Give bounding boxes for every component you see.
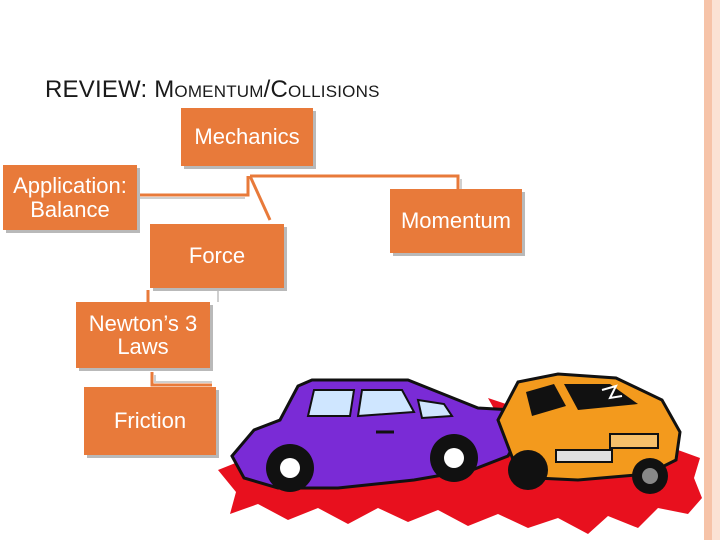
slide-title: REVIEW: MOMENTUM/COLLISIONS bbox=[45, 76, 380, 104]
node-force: Force bbox=[150, 224, 284, 288]
node-friction-label: Friction bbox=[113, 408, 187, 434]
node-application-label-line1: Application: bbox=[13, 173, 127, 199]
connector-friction bbox=[150, 372, 212, 387]
car-collision-illustration bbox=[218, 372, 702, 534]
node-application-balance: Application: Balance bbox=[3, 165, 137, 230]
node-mechanics: Mechanics bbox=[181, 108, 313, 166]
connector-application bbox=[140, 176, 250, 197]
connector-force bbox=[248, 175, 272, 221]
node-mechanics-label: Mechanics bbox=[194, 124, 300, 150]
node-newtons-label-line1: Newton’s 3 bbox=[88, 310, 198, 336]
orange-car-graphic bbox=[496, 372, 682, 494]
node-newtons-label-line2: Laws bbox=[117, 334, 169, 359]
node-newtons-laws: Newton’s 3 Laws bbox=[76, 302, 210, 368]
node-application-label-line2: Balance bbox=[30, 196, 110, 222]
node-momentum-label: Momentum bbox=[400, 208, 512, 234]
title-prefix: REVIEW: bbox=[45, 76, 155, 103]
title-letter: M bbox=[154, 76, 175, 103]
title-slash: / bbox=[263, 76, 271, 103]
title-smallcaps: OMENTUM bbox=[174, 82, 264, 101]
node-friction: Friction bbox=[84, 387, 216, 455]
slide-border-accent-light bbox=[712, 0, 720, 540]
node-force-label: Force bbox=[188, 243, 246, 269]
node-momentum: Momentum bbox=[390, 189, 522, 253]
title-letter: C bbox=[270, 76, 289, 103]
connector-momentum bbox=[250, 174, 460, 189]
slide-border-accent bbox=[704, 0, 712, 540]
title-smallcaps: OLLISIONS bbox=[288, 82, 380, 101]
